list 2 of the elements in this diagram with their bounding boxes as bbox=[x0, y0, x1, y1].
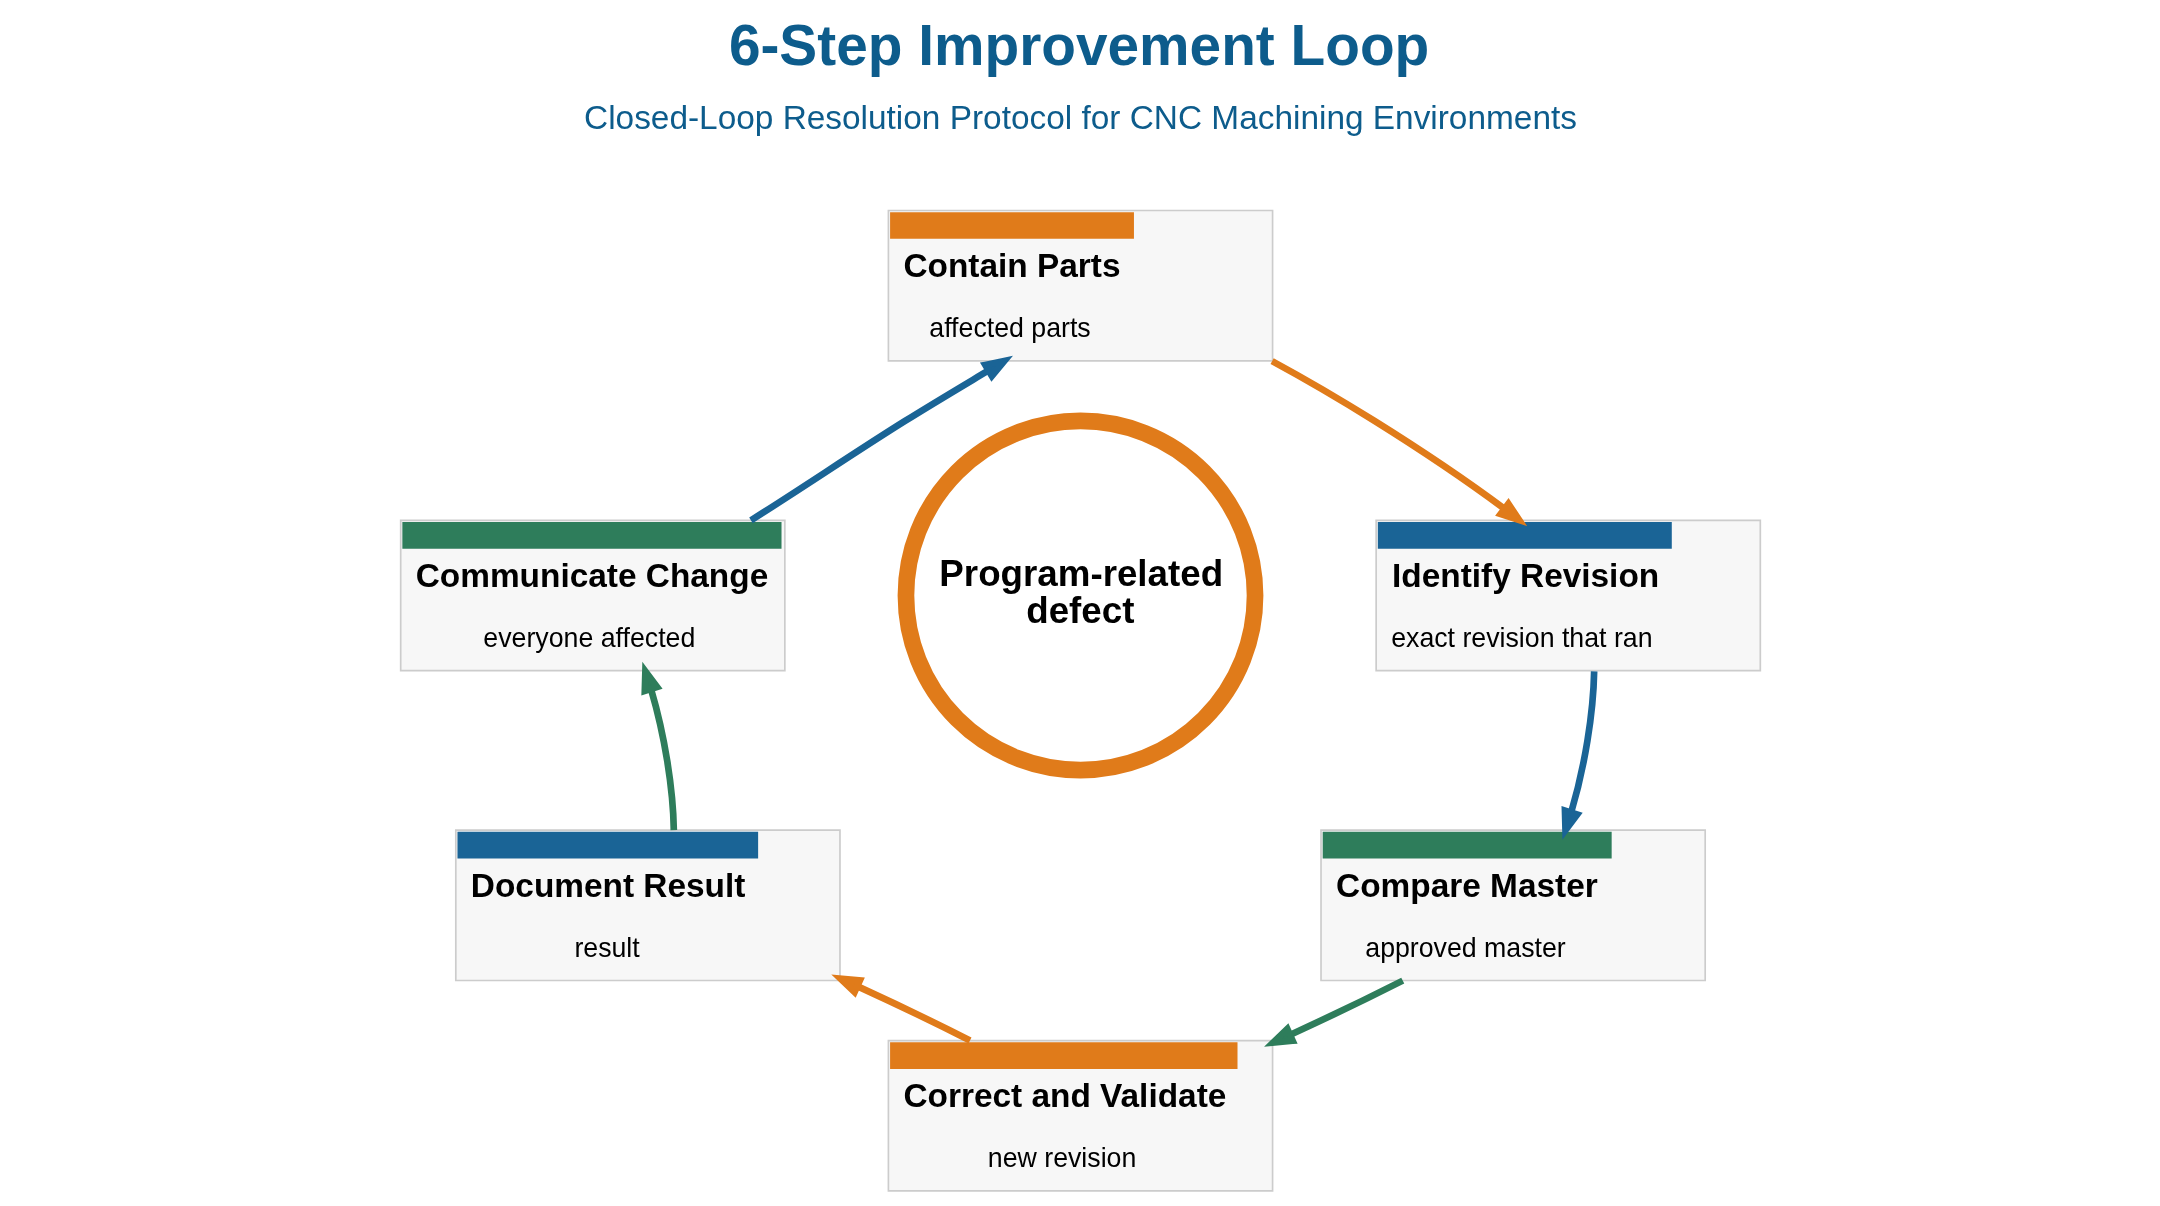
label: Closed-Loop Resolution Protocol for CNC Machining Environments bbox=[583, 98, 1577, 136]
diagram-title: 6-Step Improvement Loop bbox=[728, 14, 1429, 78]
